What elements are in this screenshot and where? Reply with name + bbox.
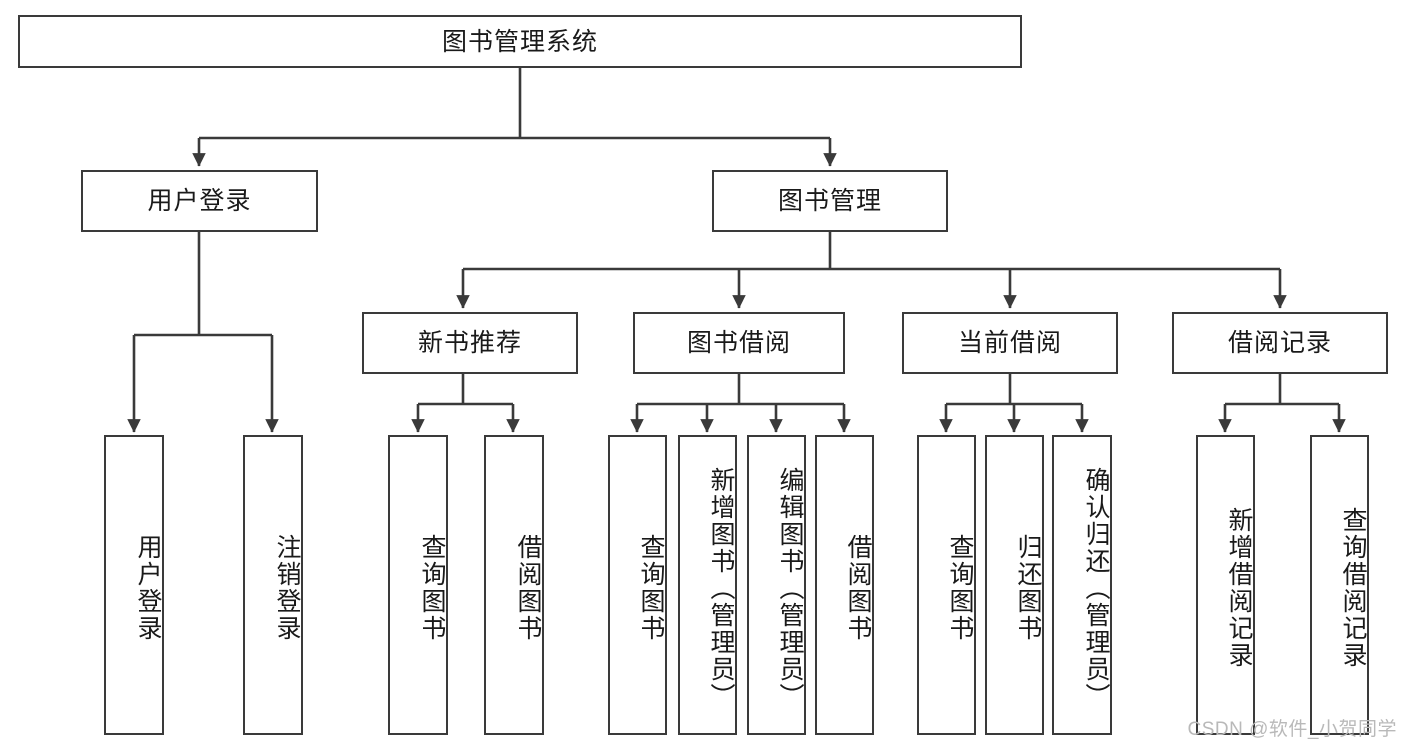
node-borrow-record[interactable]: 借阅记录	[1172, 312, 1388, 374]
node-current-borrow[interactable]: 当前借阅	[902, 312, 1118, 374]
leaf-logout-login[interactable]: 注销登录	[243, 435, 303, 735]
node-book-borrow-label: 图书借阅	[686, 329, 791, 357]
node-new-book-recommend-label: 新书推荐	[417, 329, 522, 357]
leaf-add-record-label: 新增借阅记录	[1225, 507, 1253, 669]
leaf-query-book-3-label: 查询图书	[946, 534, 974, 642]
leaf-query-book-2-label: 查询图书	[637, 534, 665, 642]
leaf-query-book-1[interactable]: 查询图书	[388, 435, 448, 735]
leaf-query-book-2[interactable]: 查询图书	[608, 435, 667, 735]
node-user-login-label: 用户登录	[147, 187, 252, 215]
node-book-management[interactable]: 图书管理	[712, 170, 948, 232]
node-current-borrow-label: 当前借阅	[957, 329, 1062, 357]
leaf-query-book-3[interactable]: 查询图书	[917, 435, 976, 735]
leaf-borrow-book-2-label: 借阅图书	[844, 534, 872, 642]
leaf-query-book-1-label: 查询图书	[418, 534, 446, 642]
leaf-query-record-label: 查询借阅记录	[1339, 507, 1367, 669]
node-book-management-label: 图书管理	[777, 187, 882, 215]
leaf-query-record[interactable]: 查询借阅记录	[1310, 435, 1369, 735]
node-root[interactable]: 图书管理系统	[18, 15, 1022, 68]
leaf-borrow-book-1-label: 借阅图书	[514, 534, 542, 642]
node-user-login[interactable]: 用户登录	[81, 170, 318, 232]
leaf-edit-book[interactable]: 编辑图书（管理员）	[747, 435, 806, 735]
leaf-borrow-book-2[interactable]: 借阅图书	[815, 435, 874, 735]
leaf-return-book[interactable]: 归还图书	[985, 435, 1044, 735]
node-new-book-recommend[interactable]: 新书推荐	[362, 312, 578, 374]
leaf-add-book-label: 新增图书（管理员）	[707, 466, 735, 710]
leaf-confirm-return-label: 确认归还（管理员）	[1082, 466, 1110, 710]
node-borrow-record-label: 借阅记录	[1227, 329, 1332, 357]
node-root-label: 图书管理系统	[441, 27, 598, 56]
leaf-logout-login-label: 注销登录	[273, 534, 301, 642]
node-book-borrow[interactable]: 图书借阅	[633, 312, 845, 374]
leaf-user-login[interactable]: 用户登录	[104, 435, 164, 735]
leaf-add-book[interactable]: 新增图书（管理员）	[678, 435, 737, 735]
leaf-return-book-label: 归还图书	[1014, 534, 1042, 642]
leaf-confirm-return[interactable]: 确认归还（管理员）	[1052, 435, 1112, 735]
leaf-borrow-book-1[interactable]: 借阅图书	[484, 435, 544, 735]
leaf-add-record[interactable]: 新增借阅记录	[1196, 435, 1255, 735]
leaf-edit-book-label: 编辑图书（管理员）	[776, 466, 804, 710]
leaf-user-login-label: 用户登录	[134, 534, 162, 642]
watermark: CSDN @软件_小贺同学	[1187, 719, 1397, 740]
